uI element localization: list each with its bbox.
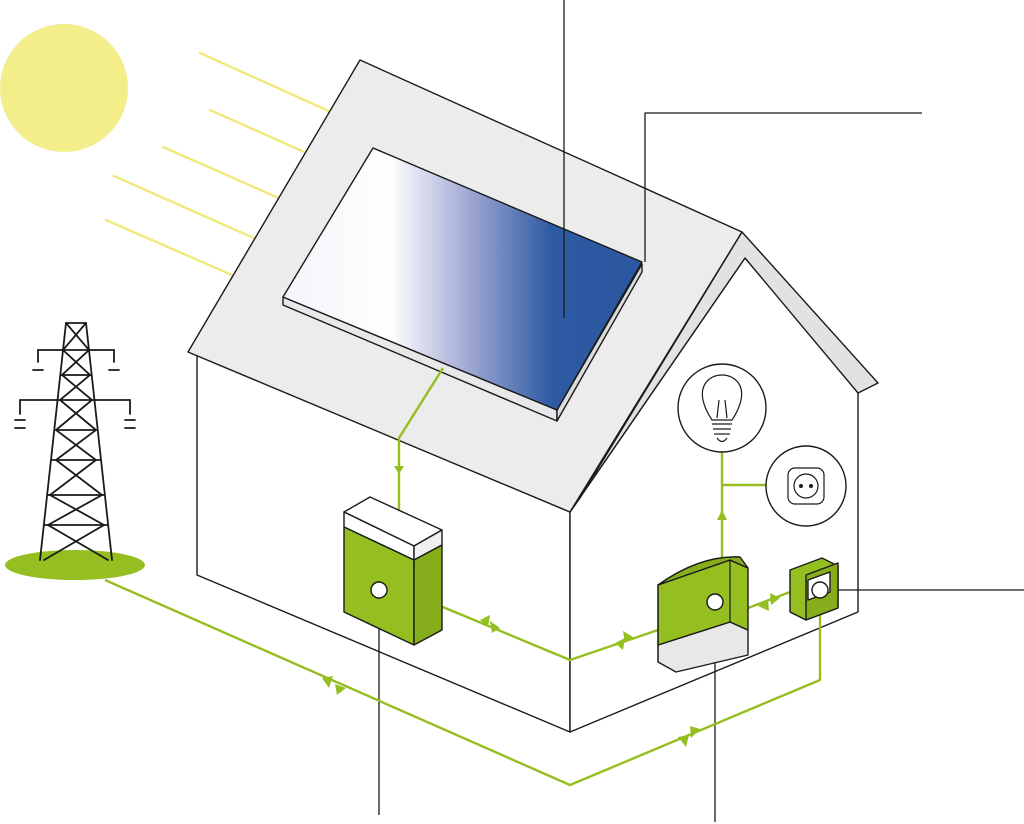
solar-panel-surface [282,147,643,411]
inverter-unit [657,556,749,673]
meter-callout-dot [811,581,829,599]
power-socket-icon [765,445,847,527]
battery-callout-dot [370,581,388,599]
solar-panel [282,147,643,422]
power-pylon-icon [14,322,136,561]
flow-arrows [322,466,780,747]
grass-patch [5,550,145,580]
inverter-callout-dot [706,593,724,611]
house-roof-edge [569,231,879,513]
sun-icon [0,24,128,152]
light-bulb-icon [677,363,767,453]
battery-storage-unit [343,496,443,646]
meter-box [789,557,839,621]
